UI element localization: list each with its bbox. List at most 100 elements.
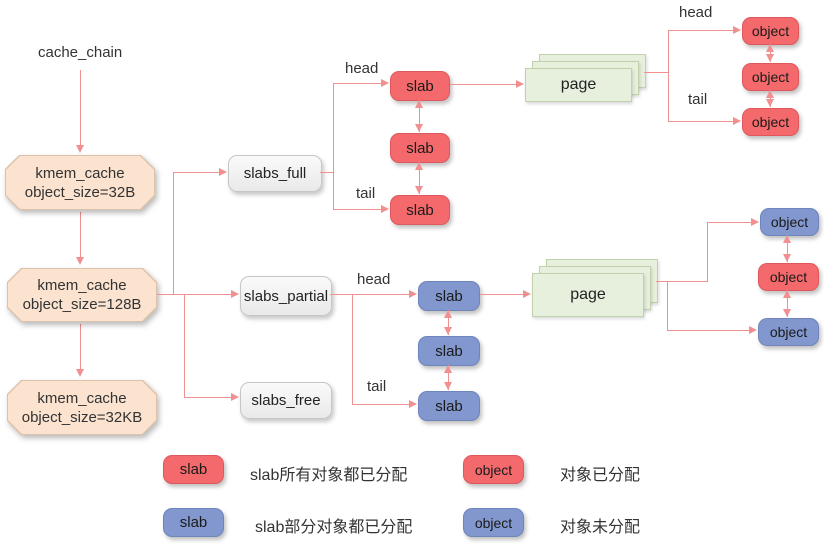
legend-chip-blue-object: object	[463, 508, 524, 537]
slab-label: slab	[406, 77, 434, 95]
legend-chip-red-object: object	[463, 455, 524, 484]
legend-chip-label: object	[474, 514, 513, 531]
arrowhead	[409, 290, 417, 298]
arrowhead	[766, 90, 774, 98]
node-text: kmem_cache object_size=128B	[7, 268, 157, 322]
slab-label: slab	[406, 201, 434, 219]
arrowhead	[733, 117, 741, 125]
arrowhead	[76, 369, 84, 377]
arrowhead	[381, 79, 389, 87]
arrowhead	[444, 310, 452, 318]
arrowhead	[415, 100, 423, 108]
connector-line	[667, 330, 751, 331]
connector-line	[80, 70, 81, 146]
kmem-cache-name: kmem_cache	[35, 164, 125, 182]
head-pointer-label: head	[345, 60, 379, 77]
slabs-free-node: slabs_free	[240, 382, 332, 419]
object-label: object	[769, 269, 808, 285]
arrowhead	[783, 254, 791, 262]
slab-label: slab	[435, 287, 463, 305]
node-fill	[6, 156, 154, 209]
node-text: kmem_cache object_size=32B	[5, 155, 155, 210]
connector-line	[668, 30, 734, 31]
object-label: object	[751, 23, 790, 39]
arrowhead	[783, 309, 791, 317]
tail-pointer-label: tail	[688, 91, 708, 108]
connector-line	[184, 294, 185, 398]
kmem-cache-size: object_size=32KB	[21, 408, 143, 426]
slabs-partial-label: slabs_partial	[243, 287, 329, 305]
slabs-free-label: slabs_free	[251, 392, 321, 409]
red-object-node: object	[742, 108, 799, 136]
arrowhead	[409, 400, 417, 408]
arrowhead	[76, 145, 84, 153]
red-slab-node: slab	[390, 195, 450, 225]
legend-chip-blue-slab: slab	[163, 508, 224, 537]
kmem-cache-name: kmem_cache	[37, 389, 127, 407]
object-label: object	[751, 114, 790, 130]
connector-line	[656, 281, 707, 282]
connector-line	[668, 30, 669, 122]
arrowhead	[381, 205, 389, 213]
blue-slab-node: slab	[418, 391, 480, 421]
arrowhead	[444, 382, 452, 390]
kmem-cache-size: object_size=128B	[22, 296, 142, 313]
connector-line	[184, 397, 232, 398]
connector-line	[157, 294, 234, 295]
tail-pointer-label: tail	[356, 185, 376, 202]
arrowhead	[751, 218, 759, 226]
connector-line	[333, 209, 382, 210]
object-label: object	[769, 324, 808, 340]
slab-label: slab	[435, 397, 463, 415]
kmem-cache-name: kmem_cache	[37, 277, 127, 294]
connector-line	[770, 90, 771, 107]
legend-chip-label: slab	[179, 461, 208, 478]
slab-label: slab	[435, 342, 463, 360]
connector-line	[787, 290, 788, 317]
arrowhead	[231, 393, 239, 401]
legend-chip-red-slab: slab	[163, 455, 224, 484]
connector-line	[419, 100, 420, 132]
kmem-cache-size: object_size=32B	[24, 183, 136, 201]
arrowhead	[766, 54, 774, 62]
connector-line	[352, 404, 410, 405]
red-slab-node: slab	[390, 71, 450, 101]
page-node: page	[532, 273, 644, 317]
kmem-cache-32b-node: kmem_cache object_size=32B	[5, 155, 155, 210]
arrowhead	[415, 186, 423, 194]
connector-line	[333, 83, 382, 84]
connector-line	[668, 121, 734, 122]
connector-line	[320, 172, 333, 173]
connector-line	[419, 162, 420, 194]
connector-line	[707, 222, 708, 282]
slabs-partial-node: slabs_partial	[240, 276, 332, 316]
arrowhead	[76, 257, 84, 265]
legend-chip-label: slab	[179, 514, 208, 531]
legend-description: 对象已分配	[560, 467, 641, 484]
node-text: kmem_cache object_size=32KB	[7, 380, 157, 435]
arrowhead	[749, 326, 757, 334]
node-fill	[8, 381, 156, 434]
red-object-node: object	[758, 263, 819, 291]
blue-slab-node: slab	[418, 281, 480, 311]
slabs-full-node: slabs_full	[228, 155, 322, 192]
connector-line	[787, 235, 788, 262]
arrowhead	[415, 162, 423, 170]
legend-description: slab部分对象都已分配	[255, 519, 413, 536]
connector-line	[333, 83, 334, 210]
blue-slab-node: slab	[418, 336, 480, 366]
connector-line	[450, 84, 517, 85]
arrowhead	[733, 26, 741, 34]
connector-line	[667, 282, 668, 331]
slab-label: slab	[406, 139, 434, 157]
blue-object-node: object	[758, 318, 819, 346]
arrowhead	[766, 44, 774, 52]
head-pointer-label: head	[357, 271, 391, 288]
page-label: page	[560, 76, 597, 93]
kmem-cache-128b-node: kmem_cache object_size=128B	[7, 268, 157, 322]
red-object-node: object	[742, 17, 799, 45]
red-object-node: object	[742, 63, 799, 91]
node-fill	[8, 269, 156, 321]
arrowhead	[219, 168, 227, 176]
